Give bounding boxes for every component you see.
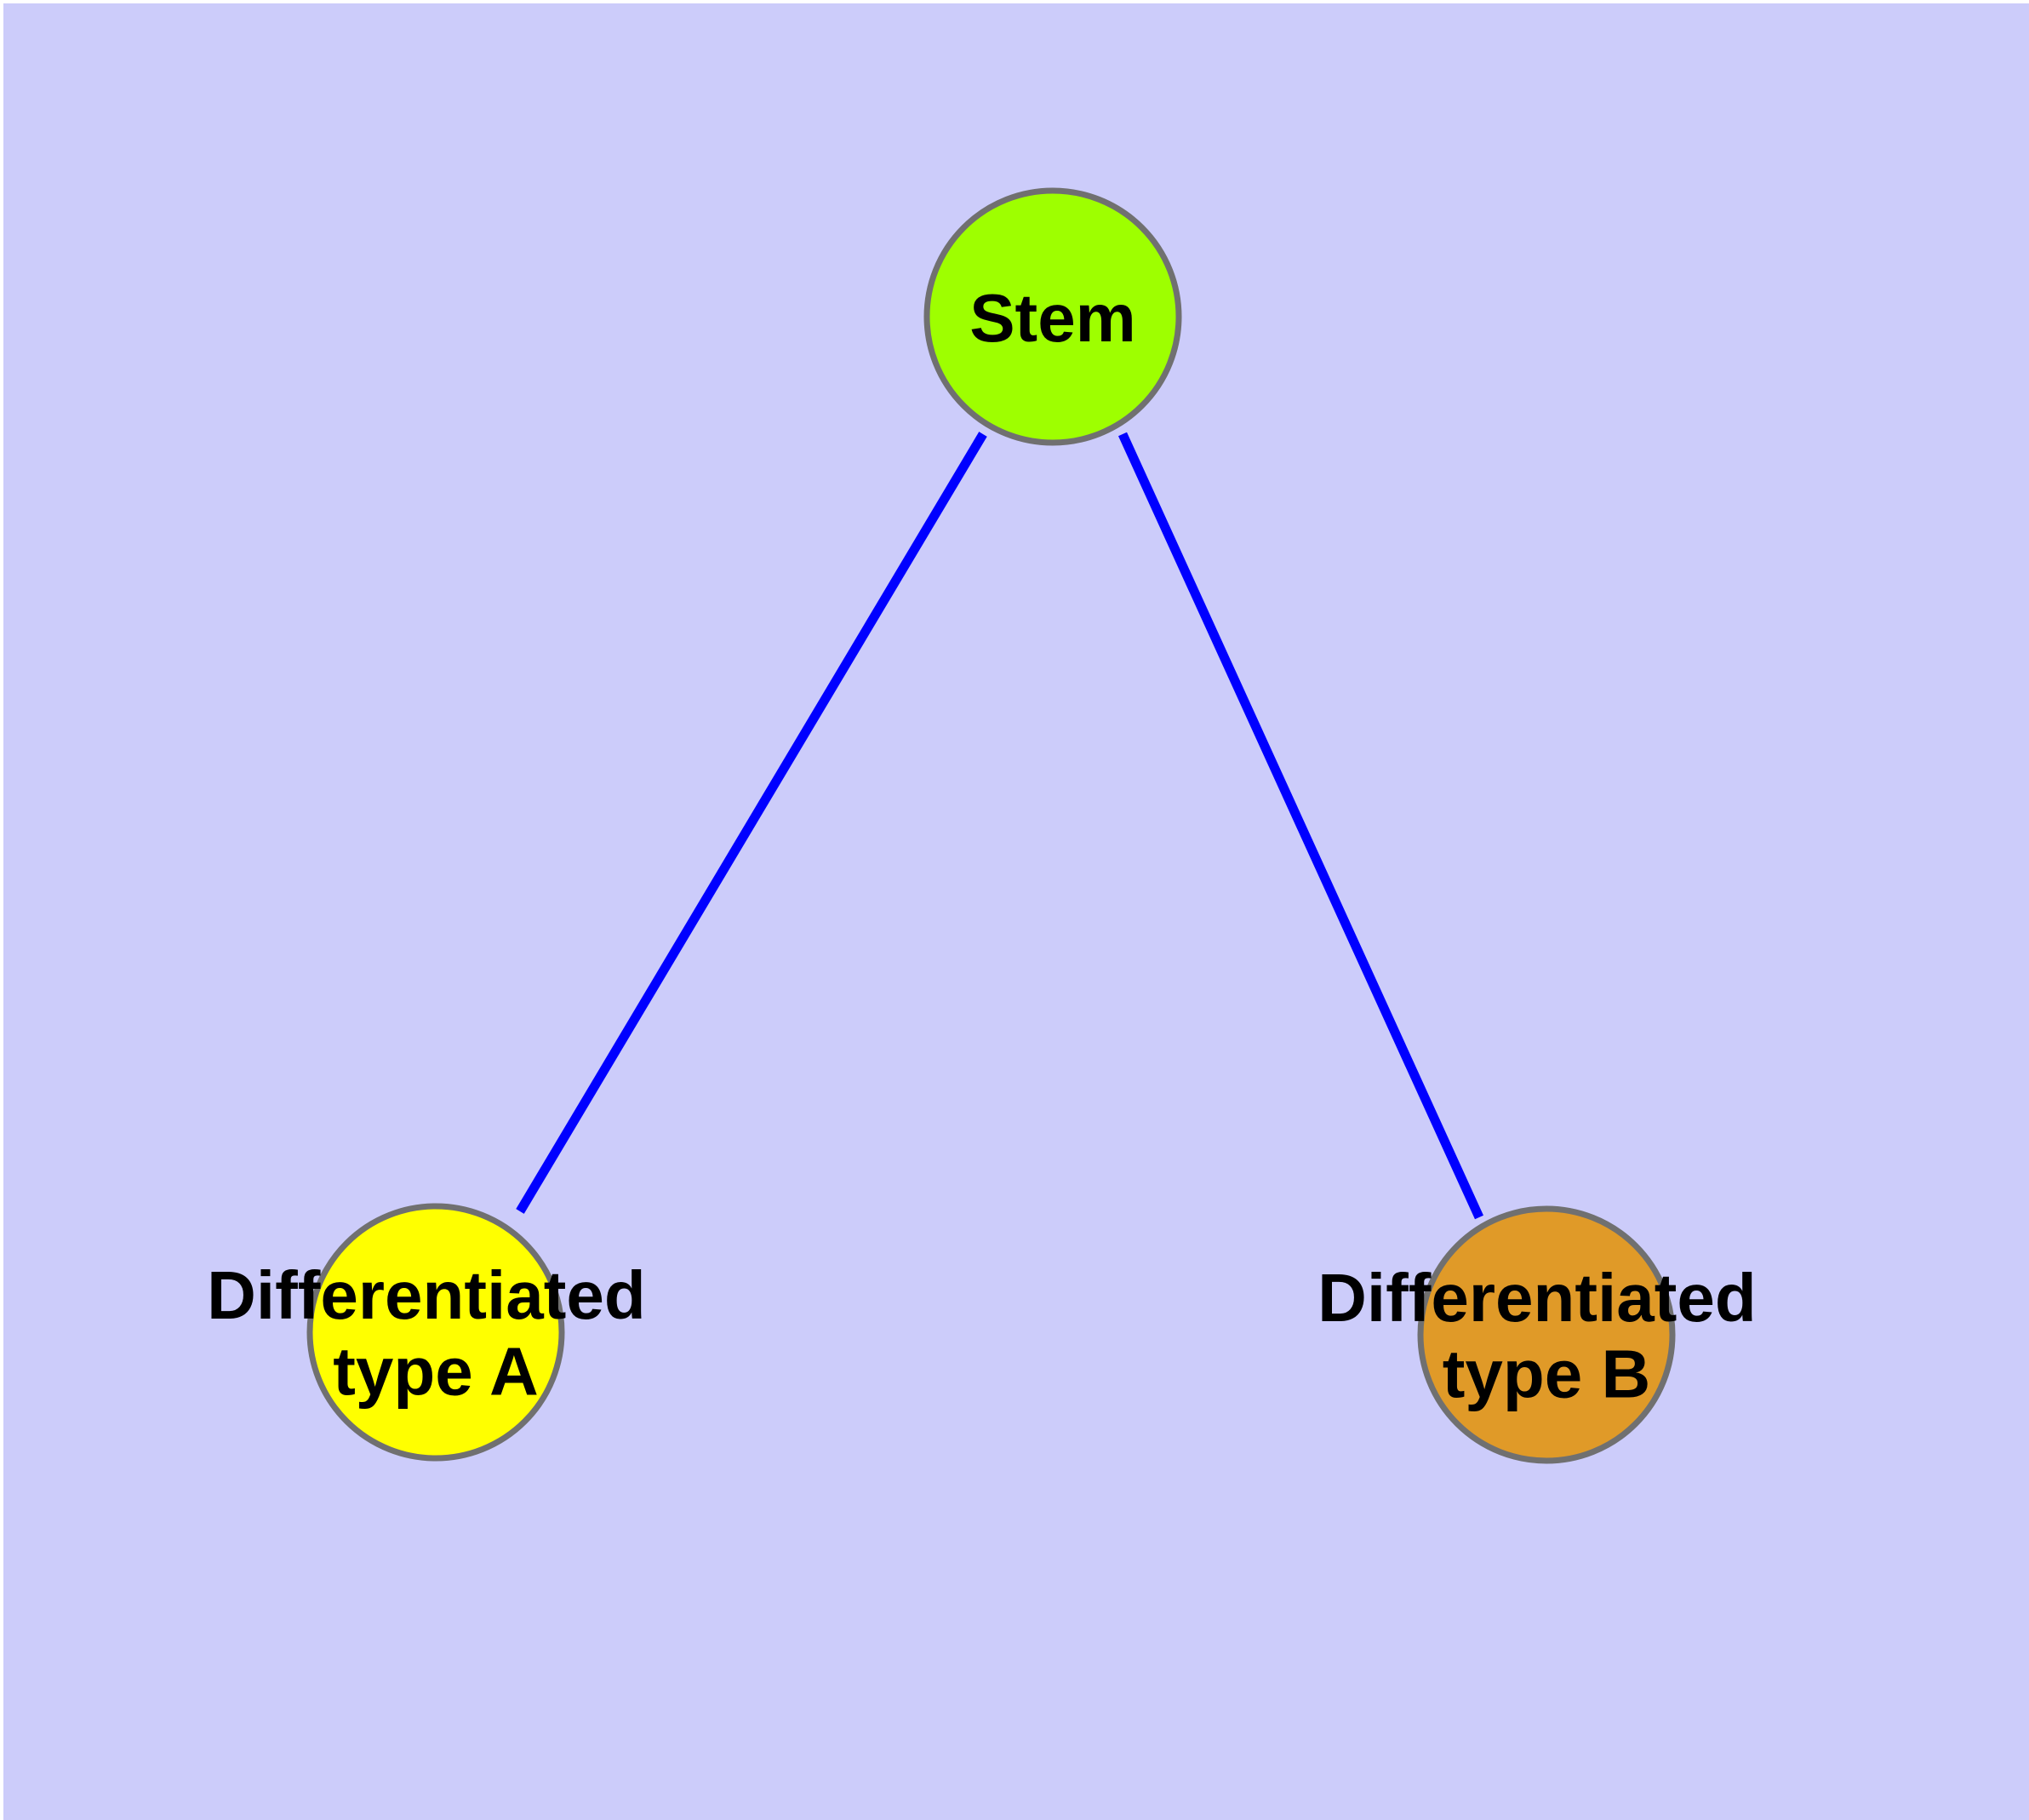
node-label-differentiated-type-a-line-2: type A — [333, 1334, 539, 1410]
node-group-stem[interactable]: Stem — [923, 187, 1182, 446]
node-label-stem: Stem — [969, 280, 1136, 356]
node-group-differentiated-type-b[interactable]: Differentiated type B — [1317, 1205, 1775, 1464]
node-label-differentiated-type-a-line-1: Differentiated — [207, 1257, 646, 1333]
node-circle-differentiated-type-a[interactable] — [306, 1203, 565, 1462]
node-label-differentiated-type-b: Differentiated type B — [1317, 1260, 1775, 1412]
node-circle-stem[interactable] — [923, 187, 1182, 446]
node-label-differentiated-type-b-line-1: Differentiated — [1317, 1260, 1757, 1336]
node-circle-differentiated-type-b[interactable] — [1417, 1205, 1676, 1464]
edge-group — [516, 432, 1484, 1220]
node-label-stem-line-1: Stem — [969, 280, 1136, 356]
edge-stem-to-differentiated-type-a[interactable] — [516, 432, 987, 1214]
edge-stem-to-differentiated-type-b[interactable] — [1117, 432, 1484, 1220]
node-group-differentiated-type-a[interactable]: Differentiated type A — [207, 1203, 665, 1462]
node-label-differentiated-type-a: Differentiated type A — [207, 1257, 665, 1410]
node-label-differentiated-type-b-line-2: type B — [1443, 1336, 1651, 1412]
